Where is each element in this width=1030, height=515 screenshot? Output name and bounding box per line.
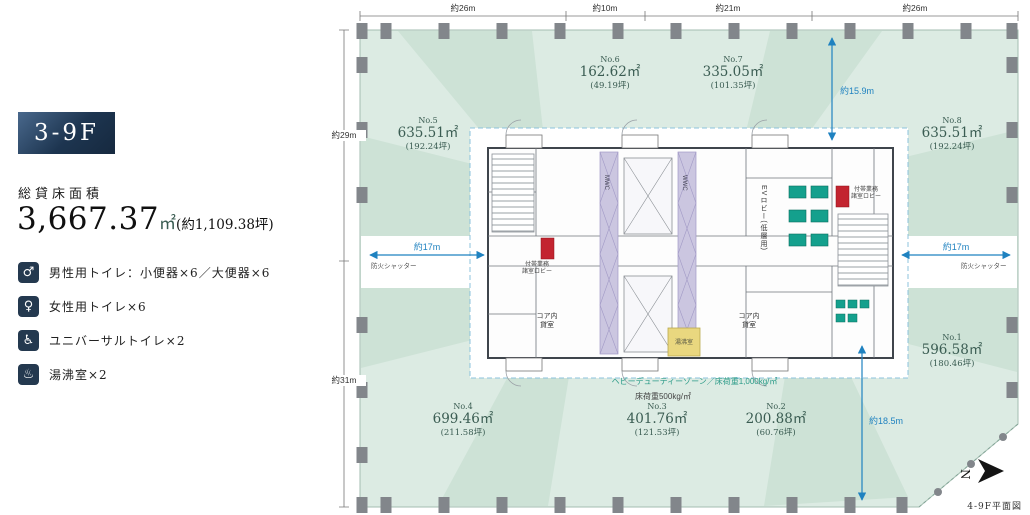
core-room-label-right: コア内 貸室 <box>738 313 760 330</box>
kitchenette-label: 湯沸室 <box>674 340 693 346</box>
plan-caption: 4-9F平面図 <box>967 502 1022 512</box>
east-entrance-corridor <box>905 236 1017 288</box>
core-room-label-left: コア内 貸室 <box>536 313 558 330</box>
kitchenette-room <box>667 327 701 357</box>
entrance-vestibules <box>505 134 789 372</box>
dim-label-top-10m: 約10m <box>592 3 618 13</box>
stair-left <box>491 153 535 233</box>
fire-shutter-label-right: 防火シャッター <box>961 263 1007 270</box>
legend-item-kitchenette: ♨ 湯沸室×2 <box>18 364 108 385</box>
dim-label-top-21m: 約21m <box>715 3 741 13</box>
legend-item-mens-toilet: ♂ 男性用トイレ：小便器×6／大便器×6 <box>18 262 270 283</box>
north-letter: N <box>958 469 972 480</box>
shaft-boxes <box>623 157 673 353</box>
dim-label-left-29m: 約29m <box>322 130 366 141</box>
floor-badge: 3-9F <box>18 112 115 154</box>
legend-label-universal-toilet: ユニバーサルトイレ×2 <box>49 334 186 348</box>
unit-label-no3: No.3 401.76㎡ (121.53坪) <box>626 402 688 438</box>
dim-label-18-5m: 約18.5m <box>869 416 904 426</box>
unit-label-no7: No.7 335.05㎡ (101.35坪) <box>702 55 764 91</box>
dim-label-17m-right: 約17m <box>942 242 970 252</box>
kitchenette-icon: ♨ <box>18 364 39 385</box>
elevator-cars <box>788 185 829 247</box>
total-area-tsubo: (約1,109.38坪) <box>176 217 274 233</box>
total-area-title: 総貸床面積 <box>18 187 104 202</box>
total-area-unit: ㎡ <box>159 214 177 234</box>
dimension-lines <box>339 11 1019 508</box>
dim-label-top-26m-b: 約26m <box>902 3 928 13</box>
dim-label-left-31m: 約31m <box>322 375 366 386</box>
mens-toilet-icon: ♂ <box>18 262 39 283</box>
dim-label-17m-left: 約17m <box>413 242 441 252</box>
unit-label-no6: No.6 162.62㎡ (49.19坪) <box>579 55 641 91</box>
total-area-value: 3,667.37㎡(約1,109.38坪) <box>17 201 274 237</box>
service-lobby-label-left: 付帯業務 諸室ロビー <box>522 262 553 276</box>
stair-right <box>837 213 889 287</box>
service-rooms <box>540 185 850 260</box>
universal-toilet-icon: ♿ <box>18 330 39 351</box>
total-area-number: 3,667.37 <box>17 201 160 237</box>
womens-toilet-icon: ♀ <box>18 296 39 317</box>
legend-item-universal-toilet: ♿ ユニバーサルトイレ×2 <box>18 330 185 351</box>
fire-shutter-label-left: 防火シャッター <box>371 263 417 270</box>
mens-wc-label: MWC <box>603 175 609 190</box>
unit-label-no1: No.1 596.58㎡ (180.46坪) <box>921 333 983 369</box>
dimension-arrows <box>369 37 1011 501</box>
unit-label-no2: No.2 200.88㎡ (60.76坪) <box>745 402 807 438</box>
elevator-shafts <box>599 151 697 355</box>
legend-item-womens-toilet: ♀ 女性用トイレ×6 <box>18 296 147 317</box>
unit-label-no5: No.5 635.51㎡ (192.24坪) <box>397 116 459 152</box>
heavy-duty-zone-label: ヘビーデューティーゾーン／床荷重1,000kg/㎡ <box>611 377 778 386</box>
dim-label-15-9m: 約15.9m <box>840 86 875 96</box>
ev-lobby-label: EVロビー(低層用) <box>760 185 767 251</box>
west-entrance-corridor <box>361 236 473 288</box>
legend-label-mens-toilet: 男性用トイレ：小便器×6／大便器×6 <box>49 266 271 280</box>
legend-label-kitchenette: 湯沸室×2 <box>49 368 108 382</box>
toilet-fixtures <box>835 299 870 323</box>
core <box>487 119 894 387</box>
unit-label-no8: No.8 635.51㎡ (192.24坪) <box>921 116 983 152</box>
north-arrow: N <box>958 459 1004 483</box>
dim-label-top-26m-a: 約26m <box>450 3 476 13</box>
perimeter-columns <box>356 23 1018 513</box>
door-arcs <box>505 119 768 387</box>
service-lobby-label-right: 付帯業務 諸室ロビー <box>851 187 882 201</box>
womens-wc-label: WWC <box>681 175 687 191</box>
floor-load-label: 床荷重500kg/㎡ <box>634 392 692 401</box>
unit-label-no4: No.4 699.46㎡ (211.58坪) <box>432 402 494 438</box>
legend-label-womens-toilet: 女性用トイレ×6 <box>49 300 147 314</box>
